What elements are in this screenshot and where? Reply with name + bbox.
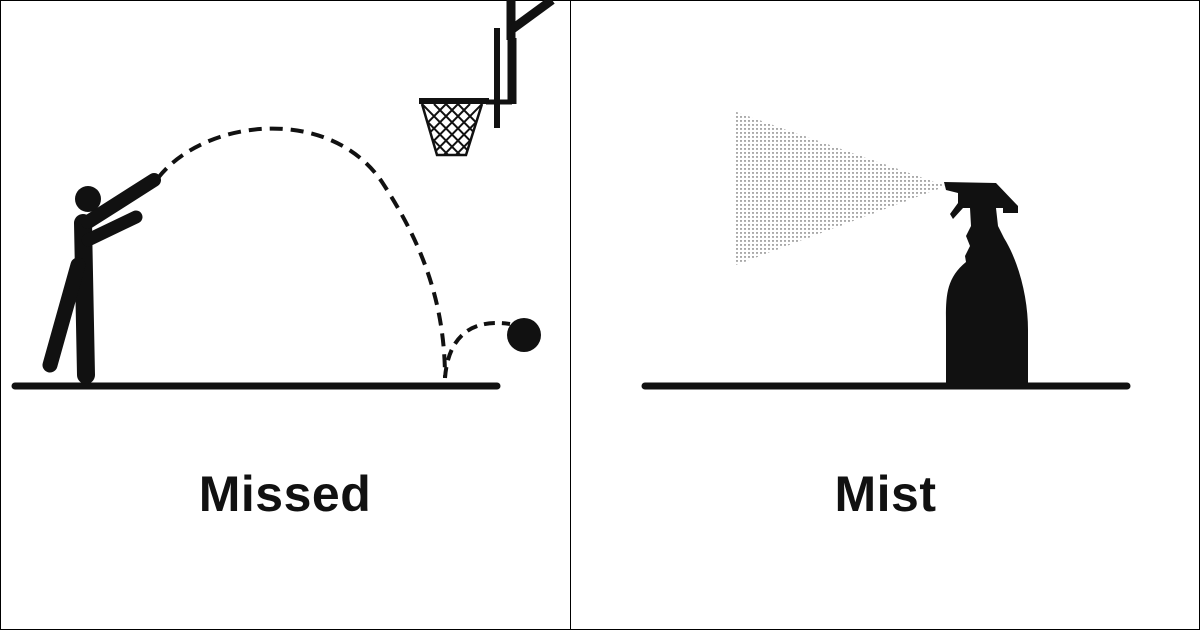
- spray-bottle-icon: [944, 182, 1028, 384]
- stick-figure-icon: [42, 173, 161, 384]
- basketball-hoop-icon: [419, 0, 555, 157]
- caption-mist: Mist: [834, 466, 937, 522]
- basketball-icon: [507, 318, 541, 352]
- mist-cloud-icon: [736, 112, 946, 265]
- caption-missed: Missed: [198, 466, 372, 522]
- panel-divider: [570, 0, 571, 630]
- bounce-trajectory: [443, 321, 511, 379]
- missed-panel-art: [11, 0, 555, 390]
- mist-panel-art: [641, 112, 1131, 390]
- ball-trajectory: [156, 126, 447, 379]
